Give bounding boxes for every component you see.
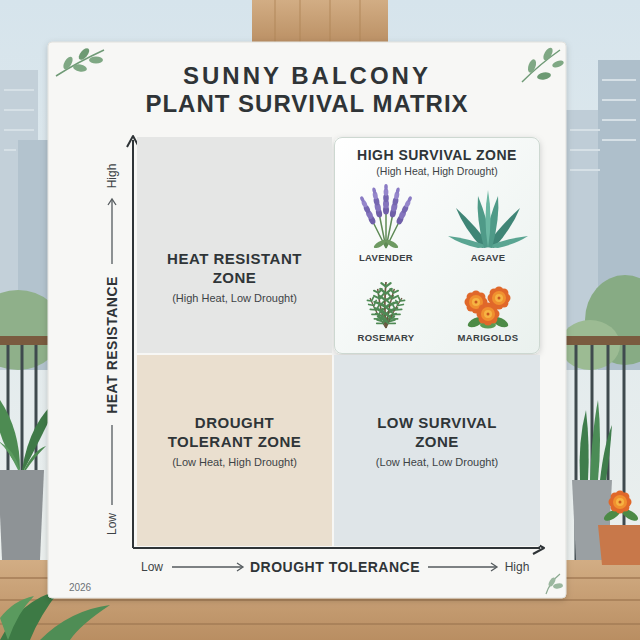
lavender-icon	[372, 210, 400, 248]
matrix-axes	[133, 547, 540, 549]
foreground-leaves	[40, 605, 110, 640]
zone-subtitle: (High Heat, Low Drought)	[172, 292, 297, 305]
lavender-icon	[358, 184, 413, 250]
leaf-decoration	[551, 59, 564, 69]
leaf-decoration	[72, 63, 87, 72]
potted-plant	[0, 470, 44, 560]
axis-end-label: Low	[141, 560, 163, 574]
leaf-decoration	[536, 71, 551, 80]
leaf-decoration	[541, 46, 554, 62]
quadrant-box: HEAT RESISTANT ZONE (High Heat, Low Droug…	[137, 137, 332, 353]
lavender-icon	[389, 187, 401, 218]
leaf-decoration	[77, 46, 91, 61]
quadrant-box: LOW SURVIVAL ZONE (Low Heat, Low Drought)	[334, 355, 540, 546]
leaf-decoration	[89, 57, 103, 64]
potted-plant	[24, 446, 46, 470]
potted-plant	[0, 400, 20, 470]
label-holder: Low	[141, 560, 163, 574]
axis-title: DROUGHT TOLERANCE	[250, 559, 420, 575]
foreground-leaves	[0, 596, 34, 640]
label-holder: High	[505, 560, 530, 574]
potted-plant	[609, 491, 632, 514]
label-holder: 2026	[69, 582, 91, 594]
axis-title: HEAT RESISTANCE	[104, 276, 120, 414]
diagram-title: SUNNY BALCONY PLANT SURVIVAL MATRIX	[137, 62, 477, 118]
poster-card	[48, 42, 566, 598]
lavender-icon	[385, 238, 400, 249]
marigold-icon	[465, 287, 511, 330]
potted-plant	[600, 425, 612, 480]
date-label: 2026	[69, 582, 91, 594]
leaf-decoration	[526, 58, 537, 74]
lavender-icon	[395, 195, 413, 225]
plant-name: LAVENDER	[359, 252, 413, 264]
label-holder: HEAT RESISTANCE	[104, 276, 120, 414]
axis-end-label: High	[505, 560, 530, 574]
plant-name: ROSEMARY	[358, 332, 415, 344]
matrix-axes	[132, 140, 134, 548]
label-holder: Low	[105, 513, 119, 535]
lavender-icon	[383, 184, 389, 215]
leaf-decoration	[61, 55, 74, 71]
plant-name: MARIGOLDS	[458, 332, 519, 344]
highlight-card: HIGH SURVIVAL ZONE(High Heat, High Droug…	[334, 137, 540, 354]
title-block: SUNNY BALCONY PLANT SURVIVAL MATRIX	[137, 62, 477, 118]
matrix-axes	[127, 136, 544, 554]
lavender-icon	[371, 187, 383, 218]
quadrant-box: DROUGHT TOLERANT ZONE (Low Heat, High Dro…	[137, 355, 332, 546]
wooden-post	[252, 0, 388, 46]
leaf-decoration	[553, 583, 564, 590]
axis-end-label: Low	[105, 513, 119, 535]
rosemary-icon	[381, 295, 407, 331]
zone-heading: LOW SURVIVAL ZONE	[362, 413, 512, 451]
plant-name: AGAVE	[471, 252, 506, 264]
axis-end-label: High	[105, 164, 119, 189]
lavender-icon	[373, 238, 388, 249]
wooden-post	[252, 0, 388, 46]
leaf-decoration	[56, 46, 565, 594]
potted-plant	[580, 410, 589, 480]
rosemary-icon	[365, 282, 407, 331]
zone-subtitle: (High Heat, High Drought)	[376, 165, 497, 178]
highlight-card-fill	[334, 137, 540, 354]
agave-icon	[448, 190, 528, 248]
potted-plant	[0, 440, 20, 470]
zone-subtitle: (Low Heat, Low Drought)	[376, 456, 498, 469]
marigold-icon	[477, 303, 500, 326]
agave-icon	[486, 190, 491, 248]
zone-heading: HIGH SURVIVAL ZONE	[357, 147, 517, 164]
label-holder: High	[105, 164, 119, 189]
zone-heading: HEAT RESISTANT ZONE	[160, 249, 310, 287]
zone-subtitle: (Low Heat, High Drought)	[172, 456, 297, 469]
potted-plant	[598, 525, 640, 565]
potted-plant	[590, 400, 600, 480]
label-holder: DROUGHT TOLERANCE	[250, 559, 420, 575]
wooden-post	[275, 0, 360, 46]
zone-heading: DROUGHT TOLERANT ZONE	[160, 413, 310, 451]
axis-label-arrows	[108, 199, 116, 205]
